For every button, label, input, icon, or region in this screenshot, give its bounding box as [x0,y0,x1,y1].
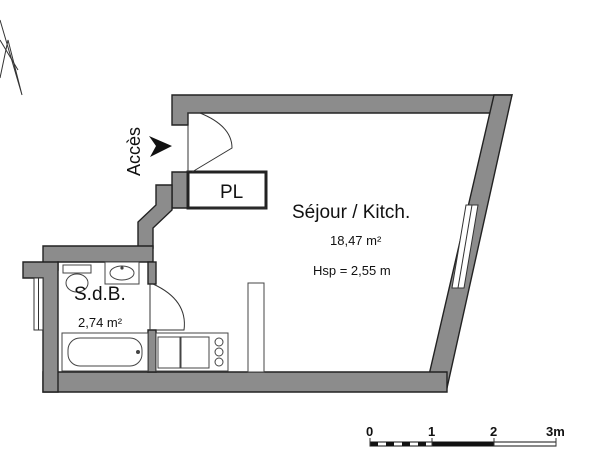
window-bathroom [33,277,44,331]
entrance-label: Accès [124,127,144,176]
living-room-height: Hsp = 2,55 m [313,263,391,278]
wall-entrance-jamb [171,171,189,209]
entrance-arrow-icon [149,136,172,157]
window-right [451,204,479,289]
entrance-door[interactable] [187,112,233,173]
wall-bath-partition [147,329,157,373]
wall-diagonal [137,184,173,249]
scale-bar: 0 1 2 3m [366,424,565,447]
scale-tick-3: 3m [546,424,565,439]
scale-tick-2: 2 [490,424,497,439]
column [247,282,265,373]
north-arrow-icon [0,19,23,96]
bathroom-name: S.d.B. [74,284,126,305]
kitchen-counter [155,332,229,372]
wall-bottom [42,371,448,393]
toilet-icon [62,264,92,293]
bathroom-door[interactable] [149,283,185,331]
wall-bath-left [22,261,59,393]
scale-tick-1: 1 [428,424,435,439]
bathtub-icon [61,332,149,372]
bathroom-area: 2,74 m² [78,315,123,330]
living-room-name: Séjour / Kitch. [292,202,410,223]
wall-bath-partition-top [147,261,157,285]
wall-top [171,94,513,126]
closet-label: PL [220,182,243,203]
living-room-area: 18,47 m² [330,233,382,248]
washbasin-icon [104,261,140,285]
scale-tick-0: 0 [366,424,373,439]
